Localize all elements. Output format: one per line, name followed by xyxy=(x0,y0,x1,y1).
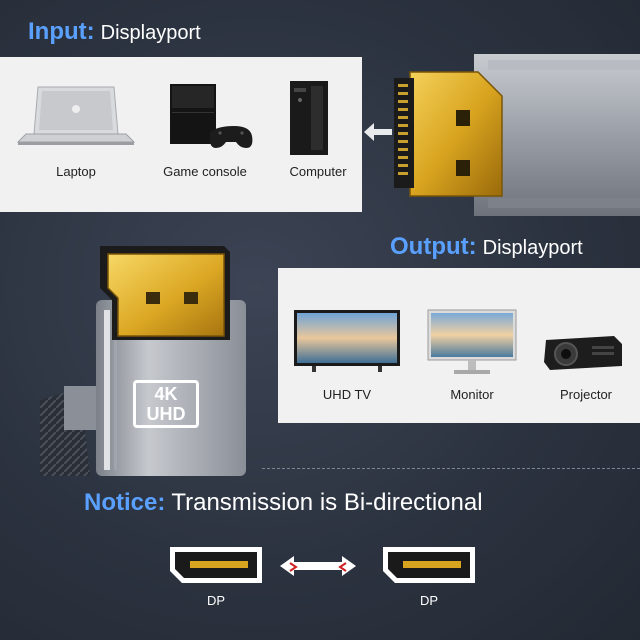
input-heading: Input:Displayport xyxy=(28,18,201,46)
badge-uhd-text: UHD xyxy=(146,404,186,424)
notice-text: Notice:Transmission is Bi-directional xyxy=(84,489,483,517)
game-console-icon xyxy=(170,84,253,148)
monitor-icon xyxy=(427,309,517,374)
device-label-uhd-tv: UHD TV xyxy=(322,387,372,402)
notice-message: Transmission is Bi-directional xyxy=(171,489,483,516)
computer-tower-icon xyxy=(290,81,328,155)
arrow-left-icon xyxy=(364,123,392,141)
output-devices-panel: UHD TV Monitor Projector xyxy=(278,268,640,423)
dp-port-icon xyxy=(170,547,262,583)
dp-connector-uhd xyxy=(40,246,246,476)
output-label: Output: xyxy=(390,233,477,260)
separator-line xyxy=(262,468,640,469)
device-label-projector: Projector xyxy=(559,387,613,402)
projector-icon xyxy=(544,336,622,370)
notice-label: Notice: xyxy=(84,489,166,516)
device-label-laptop: Laptop xyxy=(56,164,96,179)
input-value: Displayport xyxy=(100,22,201,44)
output-value: Displayport xyxy=(482,237,583,259)
input-label: Input: xyxy=(28,18,95,45)
uhd-badge: 4K UHD xyxy=(133,380,199,428)
port-label-left: DP xyxy=(206,593,226,608)
bidirectional-arrow-icon xyxy=(280,556,356,576)
dp-port-icon xyxy=(383,547,475,583)
tv-icon xyxy=(294,310,400,372)
input-devices-panel: Laptop Game console Computer xyxy=(0,57,362,212)
laptop-icon xyxy=(16,86,136,145)
output-heading: Output:Displayport xyxy=(390,233,583,261)
port-label-right: DP xyxy=(419,593,439,608)
dp-connector-top xyxy=(394,54,640,216)
device-label-game-console: Game console xyxy=(163,164,247,179)
device-label-computer: Computer xyxy=(289,164,347,179)
badge-4k-text: 4K xyxy=(154,384,178,404)
device-label-monitor: Monitor xyxy=(450,387,494,402)
